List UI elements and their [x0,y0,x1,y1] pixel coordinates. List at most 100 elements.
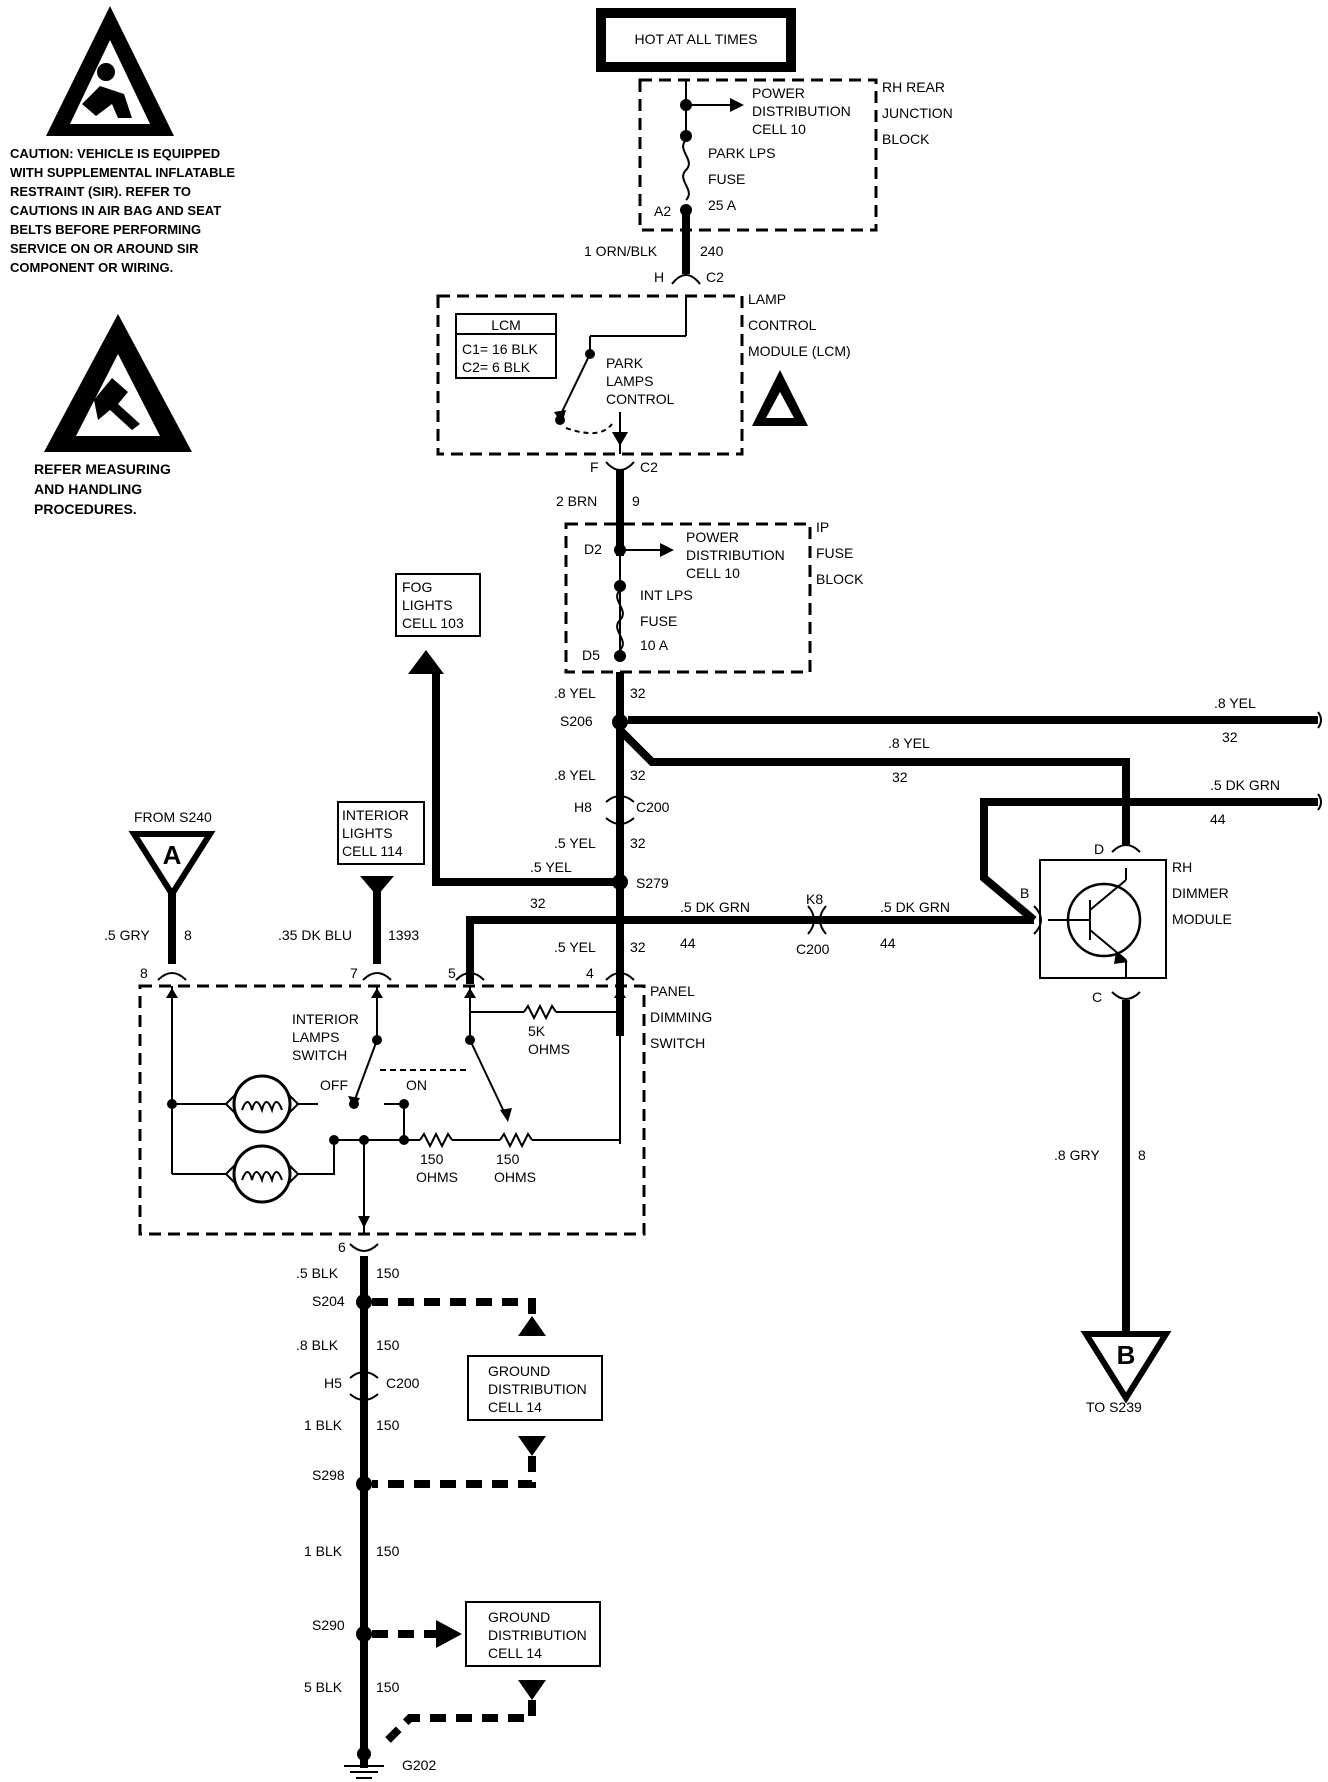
svg-text:.8 BLK: .8 BLK [296,1337,339,1353]
svg-text:.5 YEL: .5 YEL [554,835,596,851]
svg-text:5: 5 [448,965,456,981]
svg-text:150: 150 [496,1151,520,1167]
splice-s298 [356,1476,372,1492]
dimming-wiper [469,1039,507,1117]
svg-text:INTERIOR: INTERIOR [342,807,409,823]
connector-c200-k8 [807,905,827,935]
svg-text:OHMS: OHMS [528,1041,570,1057]
interior-lights-reference: INTERIOR LIGHTS CELL 114 [337,801,425,896]
svg-text:A: A [163,840,182,870]
svg-text:44: 44 [880,935,896,951]
rh-rear-junction-block: RH REAR JUNCTION BLOCK POWER DISTRIBUTIO… [638,78,953,232]
svg-text:B: B [1117,1340,1136,1370]
svg-text:2 BRN: 2 BRN [556,493,597,509]
svg-text:F: F [590,459,599,475]
svg-text:D5: D5 [582,647,600,663]
svg-text:5 BLK: 5 BLK [304,1679,343,1695]
svg-text:C2: C2 [640,459,658,475]
svg-text:CELL 10: CELL 10 [752,121,806,137]
svg-text:25 A: 25 A [708,197,737,213]
svg-text:HOT AT ALL TIMES: HOT AT ALL TIMES [635,31,758,47]
svg-text:PROCEDURES.: PROCEDURES. [34,501,137,517]
svg-text:SWITCH: SWITCH [292,1047,347,1063]
esd-note-text: REFER MEASURING AND HANDLING PROCEDURES. [34,461,171,517]
connector-c2-h [671,274,701,285]
connector-pds-pin6 [349,1243,379,1252]
svg-text:32: 32 [892,769,908,785]
svg-text:RESTRAINT (SIR). REFER TO: RESTRAINT (SIR). REFER TO [10,184,191,199]
svg-text:10 A: 10 A [640,637,669,653]
svg-text:8: 8 [140,965,148,981]
svg-text:.5 YEL: .5 YEL [530,859,572,875]
svg-text:32: 32 [1222,729,1238,745]
svg-text:PANEL: PANEL [650,983,695,999]
ground-g202-icon [344,1765,384,1779]
svg-text:FUSE: FUSE [640,613,677,629]
svg-text:.5 DK GRN: .5 DK GRN [680,899,750,915]
svg-text:OFF: OFF [320,1077,348,1093]
hot-at-all-times-box: HOT AT ALL TIMES [596,8,796,72]
splice-s206 [612,714,628,730]
panel-dimming-switch: PANEL DIMMING SWITCH 8 7 5 4 5K OHMS INT… [138,965,712,1236]
int-lps-fuse-label: INT LPS [640,587,693,603]
svg-text:C2: C2 [706,269,724,285]
svg-text:.8 YEL: .8 YEL [1214,695,1256,711]
svg-text:CAUTION: VEHICLE IS EQUIPPED: CAUTION: VEHICLE IS EQUIPPED [10,146,220,161]
svg-text:H8: H8 [574,799,592,815]
svg-text:44: 44 [680,935,696,951]
svg-text:6: 6 [338,1239,346,1255]
connector-c200-h5 [349,1371,379,1401]
wire-32-to-dimmer [617,727,1130,846]
svg-text:32: 32 [630,835,646,851]
svg-text:150: 150 [376,1679,400,1695]
svg-text:.5 DK GRN: .5 DK GRN [1210,777,1280,793]
lcm-connector-table [455,313,557,379]
rh-rear-block-label: RH REAR [882,79,945,95]
svg-text:D: D [1094,841,1104,857]
svg-text:.35 DK BLU: .35 DK BLU [278,927,352,943]
svg-text:.5 YEL: .5 YEL [554,939,596,955]
svg-text:7: 7 [350,965,358,981]
splice-s204 [356,1294,372,1310]
svg-text:MODULE: MODULE [1172,911,1232,927]
svg-text:DIMMING: DIMMING [650,1009,712,1025]
sir-caution-text: CAUTION: VEHICLE IS EQUIPPED WITH SUPPLE… [10,146,235,275]
svg-text:44: 44 [1210,811,1226,827]
svg-text:MODULE (LCM): MODULE (LCM) [748,343,851,359]
svg-text:C200: C200 [796,941,830,957]
svg-text:S279: S279 [636,875,669,891]
svg-text:.5 DK GRN: .5 DK GRN [880,899,950,915]
svg-text:SERVICE ON OR AROUND SIR: SERVICE ON OR AROUND SIR [10,241,199,256]
svg-text:AND HANDLING: AND HANDLING [34,481,142,497]
svg-text:DISTRIBUTION: DISTRIBUTION [488,1627,587,1643]
svg-text:OHMS: OHMS [494,1169,536,1185]
svg-text:150: 150 [376,1337,400,1353]
svg-text:FUSE: FUSE [708,171,745,187]
svg-text:D2: D2 [584,541,602,557]
wire-32-fog [432,672,620,886]
esd-symbol-icon [752,370,808,426]
svg-text:150: 150 [420,1151,444,1167]
svg-text:RH: RH [1172,859,1192,875]
svg-text:C1= 16 BLK: C1= 16 BLK [462,341,539,357]
rh-dimmer-module: D B C RH DIMMER MODULE [1020,841,1232,1005]
svg-text:S290: S290 [312,1617,345,1633]
lamp-bulb-lower-icon [225,1144,299,1204]
svg-text:CAUTIONS IN AIR BAG AND SEAT: CAUTIONS IN AIR BAG AND SEAT [10,203,221,218]
svg-text:.5 BLK: .5 BLK [296,1265,339,1281]
wire-240-gauge: 1 ORN/BLK [584,243,658,259]
svg-text:K8: K8 [806,891,823,907]
svg-text:.8 GRY: .8 GRY [1054,1147,1100,1163]
svg-text:DISTRIBUTION: DISTRIBUTION [752,103,851,119]
svg-text:PARK: PARK [606,355,644,371]
svg-text:C200: C200 [636,799,670,815]
svg-text:8: 8 [184,927,192,943]
svg-text:CELL 14: CELL 14 [488,1645,542,1661]
splice-s290 [356,1626,372,1642]
svg-text:LCM: LCM [491,317,521,333]
svg-text:32: 32 [530,895,546,911]
svg-text:.8 YEL: .8 YEL [554,685,596,701]
svg-text:LIGHTS: LIGHTS [402,597,453,613]
from-s240-connector: FROM S240 A [128,809,216,900]
svg-text:5K: 5K [528,1023,546,1039]
